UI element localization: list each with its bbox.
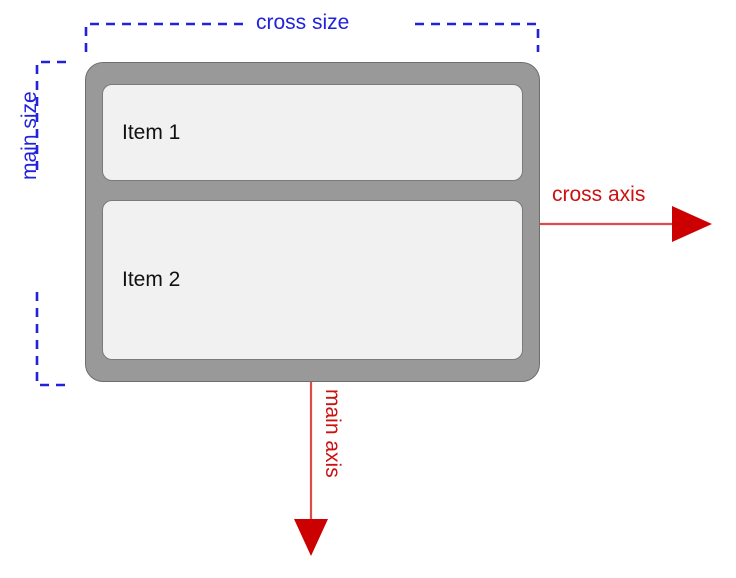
flex-item-1: Item 1 bbox=[102, 84, 523, 181]
flex-item-1-label: Item 1 bbox=[122, 120, 181, 144]
cross-size-bracket bbox=[84, 22, 540, 52]
flex-container: Item 1 Item 2 bbox=[85, 62, 540, 382]
main-size-label: main size bbox=[18, 91, 41, 180]
main-axis-label: main axis bbox=[321, 389, 344, 478]
cross-size-label: cross size bbox=[256, 11, 350, 34]
flex-item-2: Item 2 bbox=[102, 200, 523, 360]
cross-axis-label: cross axis bbox=[552, 183, 646, 206]
main-size-bracket bbox=[35, 60, 66, 387]
flex-item-2-label: Item 2 bbox=[122, 268, 181, 291]
